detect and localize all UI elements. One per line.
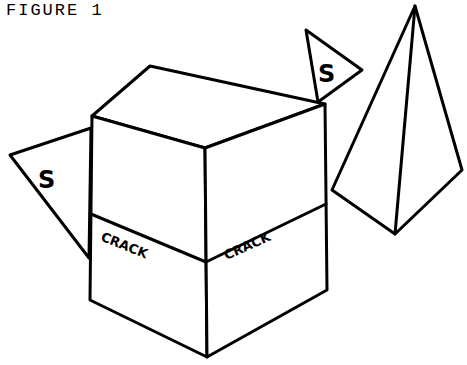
flap-label: S <box>318 62 335 86</box>
cube-right-face <box>205 104 327 357</box>
flap-triangle <box>10 128 91 258</box>
flap-triangle <box>306 30 362 102</box>
figure-title: FIGURE 1 <box>6 2 104 19</box>
pyramid <box>332 6 462 234</box>
crack-line <box>91 204 326 262</box>
pyramid-edge <box>395 6 415 234</box>
flap-label: S <box>38 168 55 192</box>
